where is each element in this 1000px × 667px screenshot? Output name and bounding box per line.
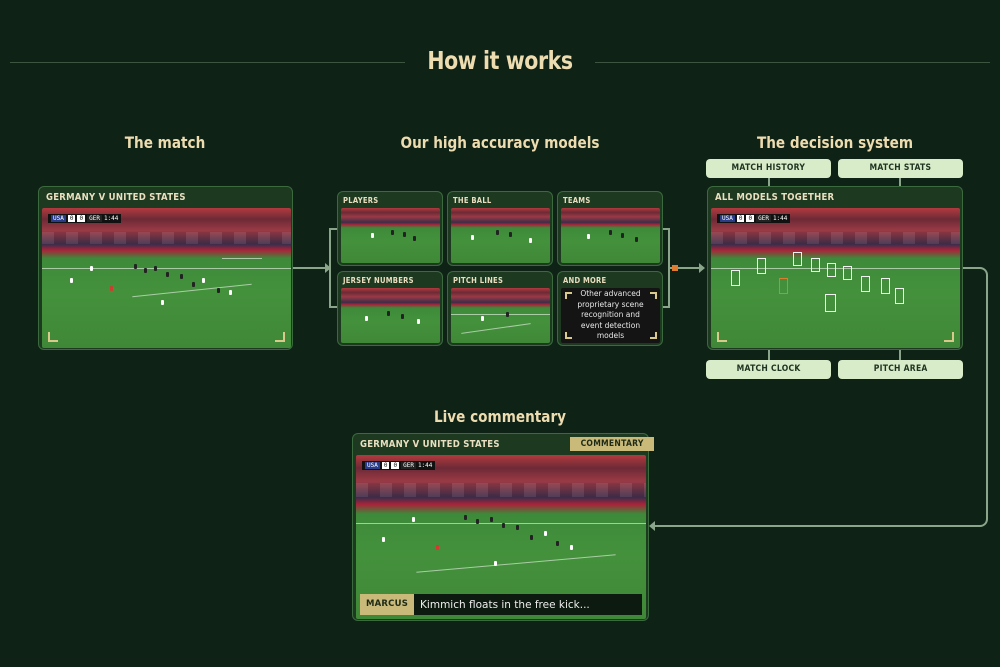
corner-bracket-icon <box>565 332 572 339</box>
model-frame-players[interactable] <box>341 208 440 263</box>
model-frame-ball[interactable] <box>451 208 550 263</box>
model-frame-teams[interactable] <box>561 208 660 263</box>
corner-bracket-icon <box>565 292 572 299</box>
connector-match-to-models <box>293 267 328 269</box>
connector-models-bracket-right-bottom <box>662 306 670 308</box>
input-pill-match-clock: MATCH CLOCK <box>706 360 831 379</box>
match-video-frame[interactable]: USA 0 0 GER 1:44 <box>42 208 291 348</box>
connector-models-bracket-top <box>329 228 337 230</box>
scoreboard: USA 0 0 GER 1:44 <box>362 461 436 470</box>
connector-history <box>768 178 770 186</box>
orange-marker <box>672 265 678 271</box>
model-panel-teams: TEAMS <box>557 191 663 266</box>
decision-panel-label: ALL MODELS TOGETHER <box>715 192 835 203</box>
header-rule-right <box>595 62 990 63</box>
decision-video-frame[interactable]: USA 0 0 GER 1:44 <box>711 208 960 348</box>
corner-bracket-icon <box>650 292 657 299</box>
model-panel-more: AND MORE Other advanced proprietary scen… <box>557 271 663 346</box>
scoreboard-score1: 0 <box>67 215 76 222</box>
model-panel-players: PLAYERS <box>337 191 443 266</box>
connector-pitch <box>899 350 901 360</box>
corner-bracket-icon <box>48 332 58 342</box>
connector-decision-to-commentary <box>962 267 988 527</box>
model-label: JERSEY NUMBERS <box>343 276 414 285</box>
model-label: THE BALL <box>453 196 492 205</box>
arrow-head-icon <box>325 263 331 273</box>
scoreboard-team2: GER <box>87 215 102 222</box>
scoreboard: USA 0 0 GER 1:44 <box>717 214 791 223</box>
model-frame-jersey[interactable] <box>341 288 440 343</box>
section-title-live: Live commentary <box>433 407 567 426</box>
connector-stats <box>899 178 901 186</box>
connector-models-bracket-left <box>329 228 331 308</box>
commentary-badge: COMMENTARY <box>570 437 655 451</box>
commentary-line: Kimmich floats in the free kick... <box>420 598 590 611</box>
model-frame-pitch-lines[interactable] <box>451 288 550 343</box>
scoreboard-team1: USA <box>51 215 66 222</box>
connector-models-bracket-bottom <box>329 306 337 308</box>
corner-bracket-icon <box>275 332 285 342</box>
more-models-description: Other advanced proprietary scene recogni… <box>561 288 660 343</box>
connector-models-bracket-right-top <box>662 228 670 230</box>
model-panel-pitch-lines: PITCH LINES <box>447 271 553 346</box>
commentary-panel-label: GERMANY V UNITED STATES <box>360 439 500 450</box>
input-pill-match-stats: MATCH STATS <box>838 159 963 178</box>
corner-bracket-icon <box>650 332 657 339</box>
model-label: TEAMS <box>563 196 591 205</box>
corner-bracket-icon <box>717 332 727 342</box>
section-title-match: The match <box>124 133 206 152</box>
decision-panel: ALL MODELS TOGETHER USA 0 0 GER 1:44 <box>707 186 963 350</box>
commentary-panel: GERMANY V UNITED STATES COMMENTARY USA 0… <box>352 433 655 621</box>
connector-models-bracket-right <box>668 228 670 308</box>
model-panel-jersey: JERSEY NUMBERS <box>337 271 443 346</box>
arrow-head-icon <box>699 263 705 273</box>
input-pill-pitch-area: PITCH AREA <box>838 360 963 379</box>
page-title: How it works <box>427 46 573 75</box>
scoreboard: USA 0 0 GER 1:44 <box>48 214 122 223</box>
connector-clock <box>768 350 770 360</box>
scoreboard-score2: 0 <box>77 215 86 222</box>
connector-models-to-decision <box>670 267 701 269</box>
match-panel: GERMANY V UNITED STATES USA 0 0 GER 1:44 <box>38 186 293 350</box>
arrow-head-left-icon <box>649 521 655 531</box>
input-pill-match-history: MATCH HISTORY <box>706 159 831 178</box>
model-label: AND MORE <box>563 276 607 285</box>
model-panel-ball: THE BALL <box>447 191 553 266</box>
scoreboard-clock: 1:44 <box>103 215 119 222</box>
section-title-models: Our high accuracy models <box>400 133 600 152</box>
section-title-decision: The decision system <box>756 133 914 152</box>
commentary-caption-bar: MARCUS Kimmich floats in the free kick..… <box>360 594 642 615</box>
header-rule-left <box>10 62 405 63</box>
commentary-video-frame[interactable]: USA 0 0 GER 1:44 MARCUS Kimmich floats i… <box>356 455 646 619</box>
model-label: PLAYERS <box>343 196 379 205</box>
commentator-name: MARCUS <box>360 594 415 615</box>
connector-return-line <box>655 525 965 527</box>
corner-bracket-icon <box>944 332 954 342</box>
model-label: PITCH LINES <box>453 276 504 285</box>
match-panel-label: GERMANY V UNITED STATES <box>46 192 186 203</box>
